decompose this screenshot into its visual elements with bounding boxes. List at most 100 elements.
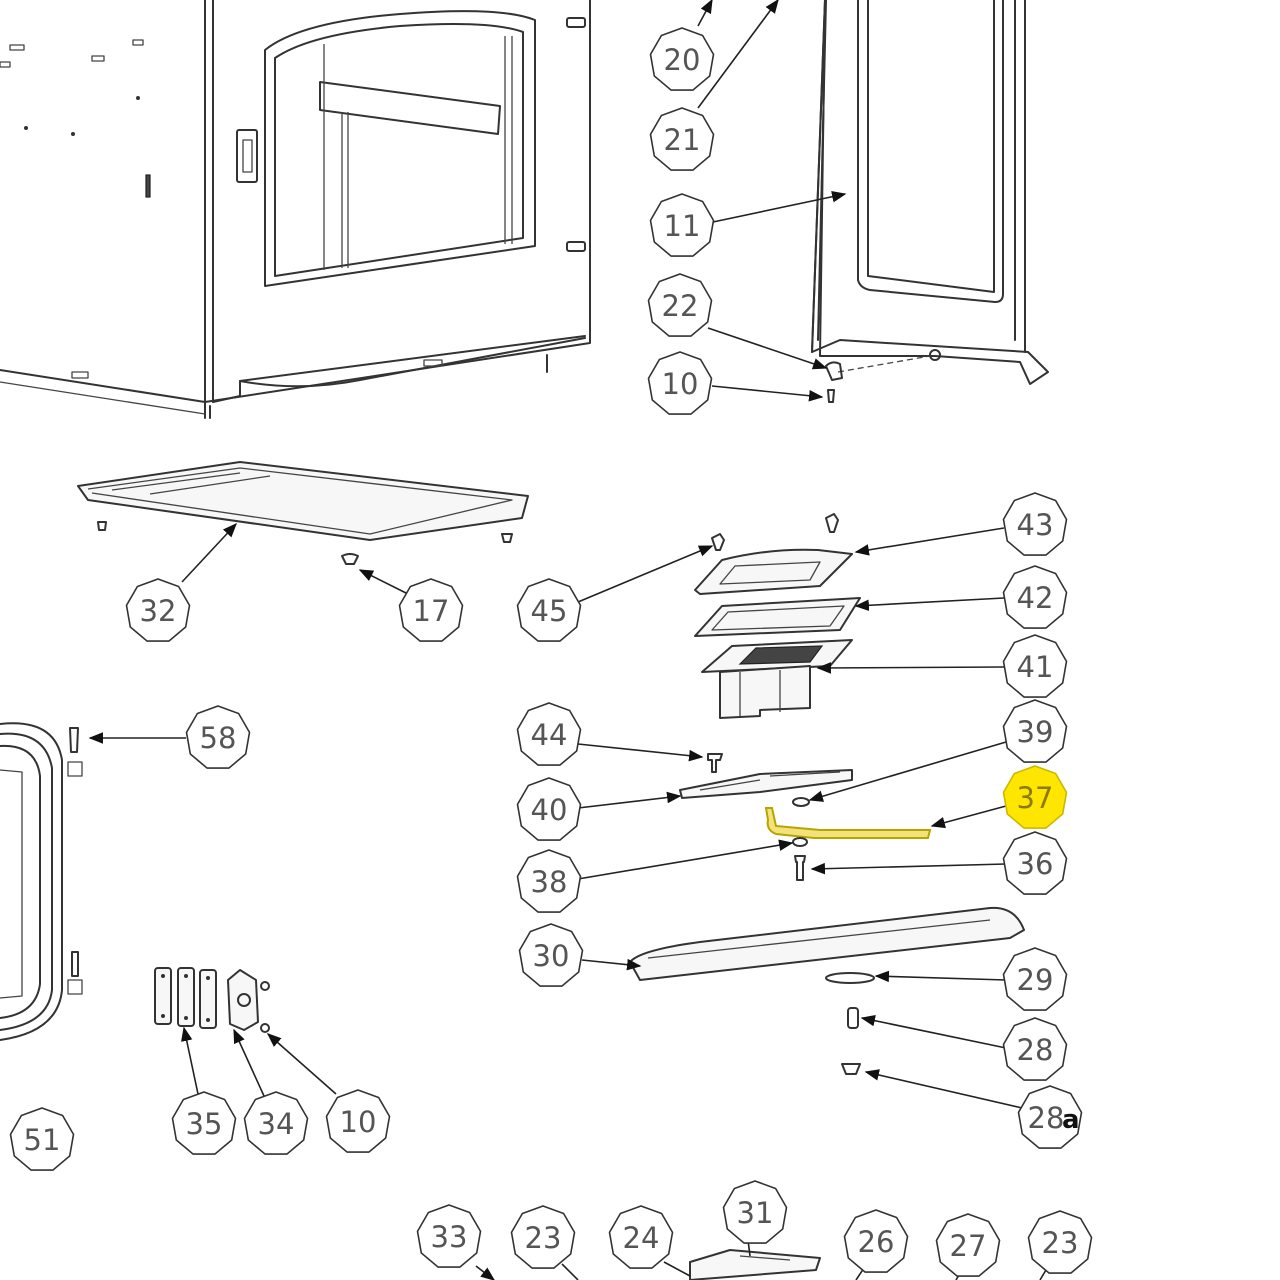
callout-badge-shape [1002,634,1068,698]
callout-badge-shape [1027,1210,1093,1274]
callout-20: 20 [649,27,715,91]
callout-badge-shape [1002,565,1068,629]
callout-number: 29 [1017,963,1054,997]
callout-number: 23 [525,1221,562,1255]
callout-35: 35 [171,1091,237,1155]
callout-45: 45 [516,578,582,642]
callout-41: 41 [1002,634,1068,698]
callout-51: 51 [9,1107,75,1171]
callout-23: 23 [1027,1210,1093,1274]
callout-40: 40 [516,777,582,841]
callout-number: 27 [950,1229,987,1263]
callout-layer: 20 21 11 22 10 32 17 45 43 42 41 58 44 39 37 40 36 38 30 29… [9,27,1093,1277]
callout-number: 58 [200,721,237,755]
bottom-bracket [689,1249,821,1280]
callout-badge-shape [516,578,582,642]
hinge-parts [154,967,270,1033]
callout-number: 28 [1028,1101,1065,1135]
callout-31: 31 [722,1180,788,1244]
callout-number: 41 [1017,650,1054,684]
callout-34: 34 [243,1091,309,1155]
callout-number: 11 [664,209,701,243]
callout-10: 10 [325,1089,391,1153]
callout-number: 42 [1017,581,1054,615]
callout-number: 37 [1017,781,1054,815]
callout-30: 30 [518,923,584,987]
callout-36: 36 [1002,831,1068,895]
callout-17: 17 [398,578,464,642]
callout-badge-shape [1002,831,1068,895]
callout-badge-shape [608,1205,674,1269]
callout-number: 40 [531,793,568,827]
callout-badge-shape [647,351,713,415]
callout-badge-shape [649,27,715,91]
callout-38: 38 [516,849,582,913]
callout-badge-shape [325,1089,391,1153]
bottom-plate-assembly [629,906,1025,1075]
callout-badge-shape [1002,765,1068,829]
callout-number: 28 [1017,1033,1054,1067]
callout-badge-shape [516,849,582,913]
callout-number: 31 [737,1196,774,1230]
callout-37-highlighted: 37 [1002,765,1068,829]
callout-badge-shape [1002,492,1068,556]
callout-39: 39 [1002,699,1068,763]
callout-badge-shape [516,702,582,766]
callout-number: 21 [664,123,701,157]
callout-29: 29 [1002,947,1068,1011]
callout-number: 38 [531,865,568,899]
callout-badge-shape [1002,1017,1068,1081]
callout-27: 27 [935,1213,1001,1277]
callout-number: 36 [1017,847,1054,881]
callout-11: 11 [649,193,715,257]
callout-badge-shape [518,923,584,987]
callout-badge-shape [1017,1085,1083,1149]
callout-badge-shape [649,193,715,257]
callout-number: 33 [431,1220,468,1254]
callout-number: 44 [531,718,568,752]
callout-badge-shape [185,705,251,769]
callout-badge-shape [1002,947,1068,1011]
callout-badge-shape [9,1107,75,1171]
callout-badge-shape [171,1091,237,1155]
callout-26: 26 [843,1209,909,1273]
callout-42: 42 [1002,565,1068,629]
callout-number: 35 [186,1107,223,1141]
callout-number: 39 [1017,715,1054,749]
callout-number: 34 [258,1107,295,1141]
parts-layer [0,0,1049,1280]
callout-number: 43 [1017,508,1054,542]
callout-28a: 28a [1017,1085,1083,1149]
callout-badge-shape [398,578,464,642]
callout-badge-shape [516,777,582,841]
callout-33: 33 [416,1204,482,1268]
callout-number: 22 [662,289,699,323]
callout-suffix: a [1062,1105,1080,1135]
stove-body [0,0,591,419]
callout-number: 32 [140,594,177,628]
side-door [811,0,1049,403]
callout-23: 23 [510,1205,576,1269]
callout-badge-shape [1002,699,1068,763]
lever-assembly [679,753,932,881]
callout-43: 43 [1002,492,1068,556]
callout-28: 28 [1002,1017,1068,1081]
callout-badge-shape [935,1213,1001,1277]
callout-badge-shape [416,1204,482,1268]
callout-badge-shape [125,578,191,642]
callout-number: 24 [623,1221,660,1255]
callout-number: 51 [24,1123,61,1157]
callout-number: 23 [1042,1226,1079,1260]
callout-number: 30 [533,939,570,973]
handle-assembly [694,513,861,719]
callout-badge-shape [243,1091,309,1155]
front-door-frame [0,722,83,1041]
callout-44: 44 [516,702,582,766]
callout-24: 24 [608,1205,674,1269]
callout-badge-shape [510,1205,576,1269]
callout-badge-shape [649,107,715,171]
callout-number: 20 [664,43,701,77]
callout-number: 17 [413,594,450,628]
callout-10: 10 [647,351,713,415]
